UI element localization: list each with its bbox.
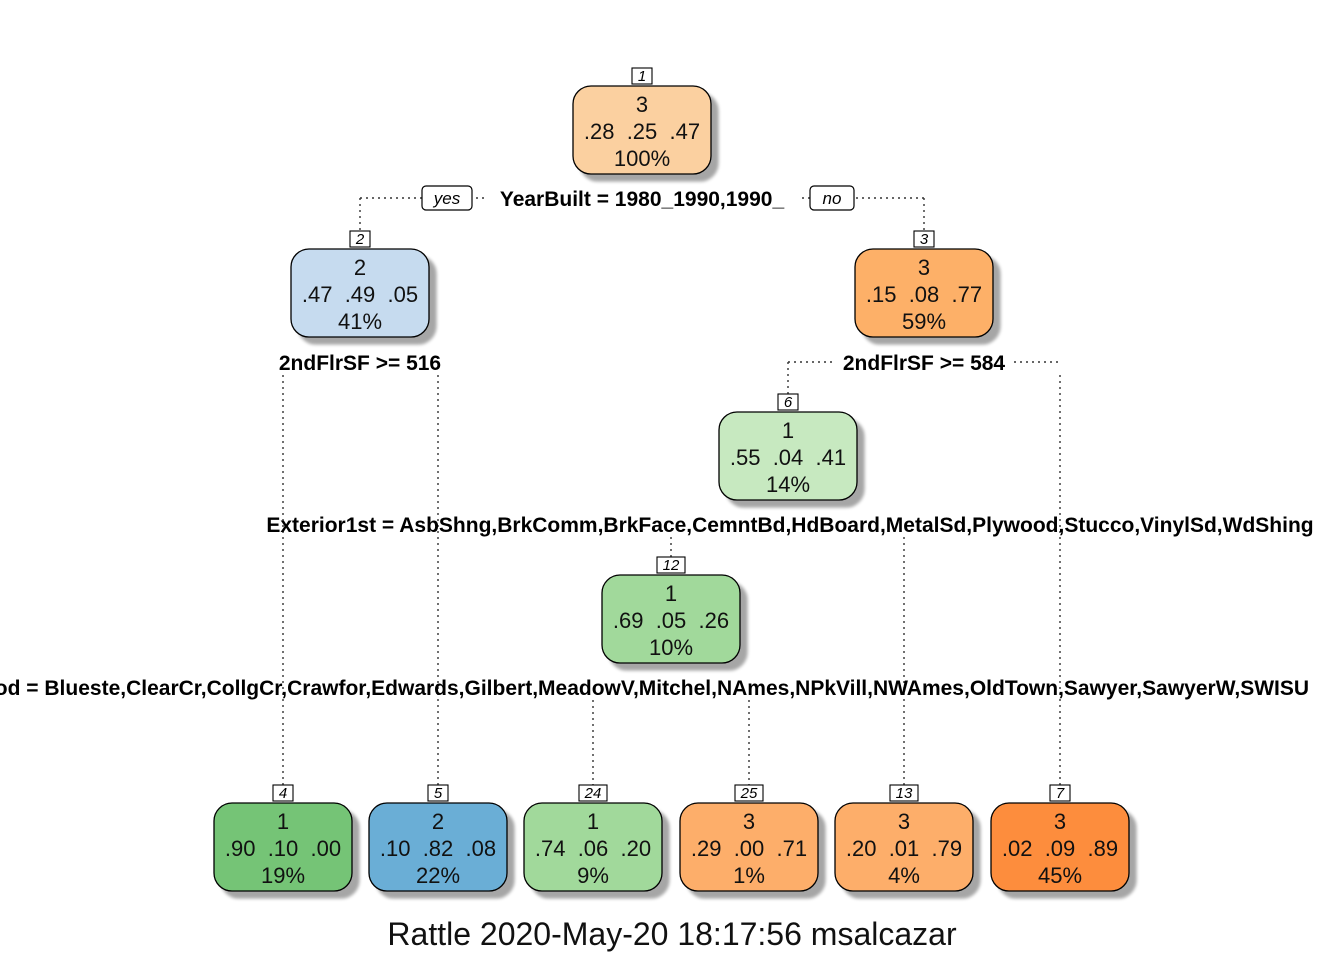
- node-id: 3: [920, 231, 929, 248]
- yes-branch-tag: yes: [421, 185, 473, 211]
- node-probabilities: .02 .09 .89: [1002, 836, 1118, 861]
- node-probabilities: .29 .00 .71: [691, 836, 807, 861]
- node-id: 4: [279, 785, 287, 802]
- node-id-box: [427, 784, 449, 802]
- node-percentage: 22%: [416, 863, 460, 888]
- node-percentage: 59%: [902, 309, 946, 334]
- node-class-label: 3: [898, 809, 910, 834]
- node-id: 25: [740, 785, 758, 802]
- node-percentage: 10%: [649, 635, 693, 660]
- node-probabilities: .28 .25 .47: [584, 119, 700, 144]
- node-box: [213, 802, 353, 892]
- node-class-label: 3: [918, 255, 930, 280]
- node-probabilities: .15 .08 .77: [866, 282, 982, 307]
- node-percentage: 9%: [577, 863, 609, 888]
- node-box: [368, 802, 508, 892]
- node-id-box: [777, 393, 799, 411]
- node-box: [290, 248, 430, 338]
- node-id-box: [913, 230, 935, 248]
- split-label: 2ndFlrSF >= 516: [279, 352, 441, 375]
- node-probabilities: .20 .01 .79: [846, 836, 962, 861]
- node-probabilities: .90 .10 .00: [225, 836, 341, 861]
- node-percentage: 19%: [261, 863, 305, 888]
- node-class-label: 1: [665, 581, 677, 606]
- node-id: 2: [355, 231, 365, 248]
- node-id-box: [1049, 784, 1071, 802]
- node-percentage: 1%: [733, 863, 765, 888]
- node-box: [572, 85, 712, 175]
- split-label: 2ndFlrSF >= 584: [843, 352, 1006, 375]
- node-class-label: 1: [782, 418, 794, 443]
- node-probabilities: .74 .06 .20: [535, 836, 651, 861]
- node-id-box: [578, 784, 608, 802]
- node-box: [601, 574, 741, 664]
- node-box: [523, 802, 663, 892]
- tree-node-25: 25 3.29 .00 .711%: [679, 784, 819, 892]
- node-id: 24: [584, 785, 602, 802]
- node-percentage: 45%: [1038, 863, 1082, 888]
- node-id-box: [656, 556, 686, 574]
- node-id-box: [272, 784, 294, 802]
- node-class-label: 3: [636, 92, 648, 117]
- footer-caption: Rattle 2020-May-20 18:17:56 msalcazar: [387, 916, 957, 952]
- node-id: 1: [638, 68, 646, 85]
- node-id-box: [889, 784, 919, 802]
- node-percentage: 100%: [614, 146, 670, 171]
- node-id-box: [349, 230, 371, 248]
- node-probabilities: .10 .82 .08: [380, 836, 496, 861]
- node-probabilities: .55 .04 .41: [730, 445, 846, 470]
- split-label: Exterior1st = AsbShng,BrkComm,BrkFace,Ce…: [266, 514, 1313, 537]
- node-probabilities: .47 .49 .05: [302, 282, 418, 307]
- tree-node-24: 24 1.74 .06 .209%: [523, 784, 663, 892]
- node-probabilities: .69 .05 .26: [613, 608, 729, 633]
- node-id-box: [631, 67, 653, 85]
- node-class-label: 1: [587, 809, 599, 834]
- node-id: 5: [434, 785, 443, 802]
- node-id-box: [734, 784, 764, 802]
- split-label: Neighborhood = Blueste,ClearCr,CollgCr,C…: [0, 677, 1309, 700]
- node-percentage: 4%: [888, 863, 920, 888]
- node-id: 6: [784, 394, 793, 411]
- edges-layer: yes no: [282, 185, 1061, 786]
- no-branch-tag-label: no: [823, 189, 842, 208]
- no-branch-tag: no: [809, 185, 855, 211]
- node-class-label: 2: [354, 255, 366, 280]
- node-class-label: 3: [1054, 809, 1066, 834]
- node-class-label: 1: [277, 809, 289, 834]
- node-box: [834, 802, 974, 892]
- node-class-label: 2: [432, 809, 444, 834]
- node-percentage: 14%: [766, 472, 810, 497]
- tree-node-13: 13 3.20 .01 .794%: [834, 784, 974, 892]
- node-box: [854, 248, 994, 338]
- splits-layer: YearBuilt = 1980_1990,1990_ 2ndFlrSF >= 5…: [0, 188, 1314, 700]
- node-id: 13: [896, 785, 913, 802]
- node-id: 7: [1056, 785, 1065, 802]
- node-box: [990, 802, 1130, 892]
- node-box: [679, 802, 819, 892]
- node-class-label: 3: [743, 809, 755, 834]
- yes-branch-tag-label: yes: [433, 189, 461, 208]
- node-id: 12: [663, 557, 680, 574]
- node-box: [718, 411, 858, 501]
- split-label: YearBuilt = 1980_1990,1990_: [500, 188, 785, 211]
- node-percentage: 41%: [338, 309, 382, 334]
